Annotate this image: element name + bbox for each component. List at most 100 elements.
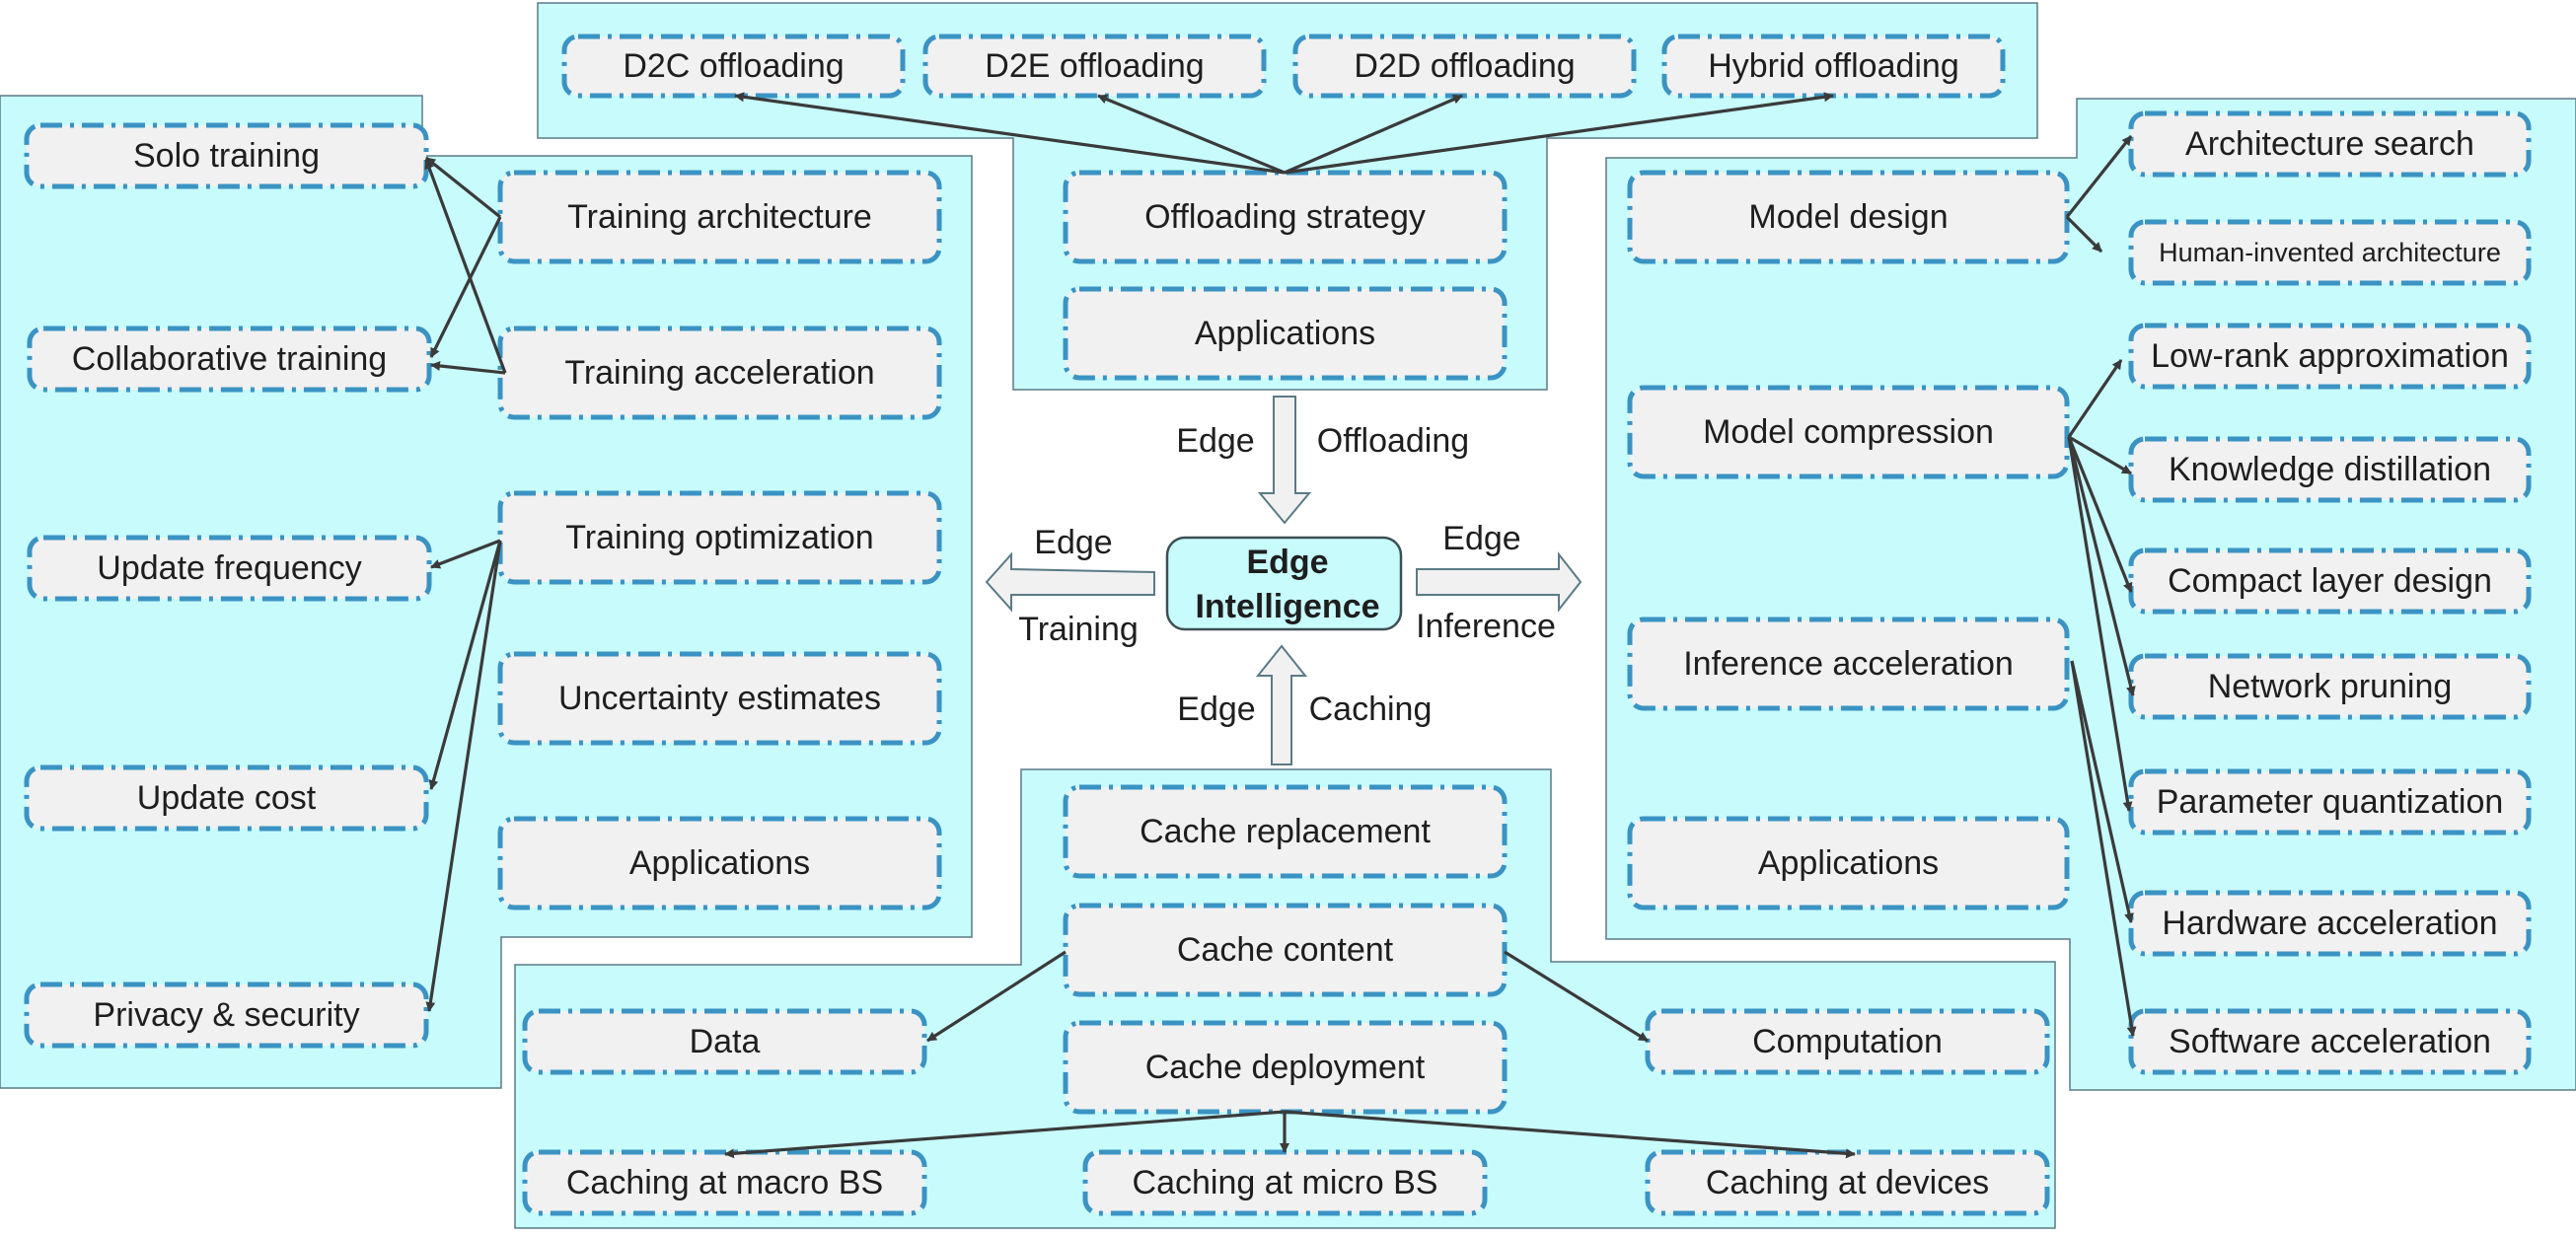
- box-computation-label: Computation: [1752, 1023, 1943, 1060]
- box-training-architecture: Training architecture: [497, 170, 942, 264]
- box-cache-replacement: Cache replacement: [1063, 784, 1508, 879]
- box-knowledge-distillation: Knowledge distillation: [2128, 436, 2532, 503]
- arrow-acceleration-to-collaborative: [430, 360, 506, 375]
- box-update-frequency-frame: [27, 535, 432, 602]
- caching-flow-arrow: [1255, 644, 1308, 765]
- caching-label-caching: Caching: [1309, 691, 1433, 728]
- box-training-applications: Applications: [497, 816, 942, 910]
- box-data-frame: [522, 1008, 927, 1075]
- box-model-design: Model design: [1627, 170, 2070, 264]
- box-knowledge-distillation-frame: [2128, 436, 2532, 503]
- arrow-compression-to-low-rank: [2067, 359, 2123, 438]
- box-solo-training: Solo training: [24, 122, 429, 189]
- box-hybrid-offloading-label: Hybrid offloading: [1708, 47, 1959, 85]
- box-training-architecture-label: Training architecture: [567, 198, 872, 236]
- box-cache-content: Cache content: [1063, 903, 1508, 997]
- box-update-cost-label: Update cost: [137, 779, 317, 817]
- box-cache-replacement-frame: [1063, 784, 1508, 879]
- box-offloading-strategy-label: Offloading strategy: [1144, 198, 1426, 236]
- offloading-label-edge: Edge: [1176, 422, 1254, 460]
- box-training-architecture-frame: [497, 170, 942, 264]
- arrow-compression-to-knowledge-distillation: [2068, 435, 2132, 475]
- caching-panel: [514, 768, 2056, 1229]
- box-uncertainty-estimates-frame: [497, 651, 942, 746]
- box-offloading-applications: Applications: [1063, 286, 1508, 381]
- box-caching-macro-bs-label: Caching at macro BS: [566, 1164, 883, 1201]
- box-parameter-quantization: Parameter quantization: [2128, 768, 2532, 836]
- box-caching-devices: Caching at devices: [1645, 1149, 2050, 1216]
- box-model-compression: Model compression: [1627, 385, 2070, 479]
- arrow-optimization-to-update-cost: [428, 540, 502, 790]
- box-collaborative-training-frame: [27, 326, 432, 393]
- box-training-acceleration-frame: [497, 326, 942, 420]
- inference-label-inference: Inference: [1416, 608, 1556, 645]
- box-computation: Computation: [1645, 1008, 2050, 1075]
- box-training-acceleration-label: Training acceleration: [564, 354, 874, 392]
- box-training-optimization-label: Training optimization: [565, 519, 873, 556]
- box-inference-applications-frame: [1627, 816, 2070, 910]
- box-software-acceleration: Software acceleration: [2128, 1008, 2532, 1075]
- box-caching-micro-bs: Caching at micro BS: [1082, 1149, 1488, 1216]
- box-human-invented-architecture-label: Human-invented architecture: [2159, 238, 2501, 267]
- arrow-optimization-to-update-frequency: [430, 539, 501, 569]
- box-hybrid-offloading: Hybrid offloading: [1661, 34, 2006, 99]
- box-d2e-offloading: D2E offloading: [922, 34, 1267, 99]
- training-label-edge: Edge: [1034, 524, 1112, 561]
- box-d2c-offloading-frame: [561, 34, 906, 99]
- box-offloading-applications-label: Applications: [1195, 315, 1375, 352]
- box-network-pruning-frame: [2128, 653, 2532, 720]
- box-model-compression-label: Model compression: [1703, 413, 1994, 451]
- box-training-applications-frame: [497, 816, 942, 910]
- box-offloading-strategy-frame: [1063, 170, 1508, 264]
- box-d2c-offloading-label: D2C offloading: [623, 47, 844, 85]
- box-cache-deployment-label: Cache deployment: [1145, 1049, 1426, 1086]
- box-privacy-security-label: Privacy & security: [93, 996, 359, 1034]
- box-architecture-search: Architecture search: [2128, 110, 2532, 178]
- box-d2e-offloading-frame: [922, 34, 1267, 99]
- training-flow-arrow: [985, 551, 1155, 613]
- box-training-optimization-frame: [497, 490, 942, 585]
- arrow-compression-to-compact-layer: [2067, 436, 2133, 593]
- box-hardware-acceleration: Hardware acceleration: [2128, 890, 2532, 957]
- box-model-compression-frame: [1627, 385, 2070, 479]
- arrow-deployment-to-macro: [724, 1110, 1286, 1159]
- box-parameter-quantization-frame: [2128, 768, 2532, 836]
- box-uncertainty-estimates-label: Uncertainty estimates: [558, 680, 881, 717]
- box-data: Data: [522, 1008, 927, 1075]
- box-hardware-acceleration-label: Hardware acceleration: [2162, 905, 2497, 942]
- arrow-acceleration-to-software: [2070, 660, 2137, 1037]
- box-data-label: Data: [690, 1023, 761, 1060]
- box-d2d-offloading: D2D offloading: [1292, 34, 1637, 99]
- box-caching-devices-label: Caching at devices: [1706, 1164, 1989, 1201]
- box-update-frequency: Update frequency: [27, 535, 432, 602]
- arrow-compression-to-parameter-quantization: [2067, 436, 2133, 812]
- arrow-design-to-human-invented: [2065, 215, 2103, 254]
- box-update-frequency-label: Update frequency: [97, 549, 361, 587]
- box-hardware-acceleration-frame: [2128, 890, 2532, 957]
- box-network-pruning-label: Network pruning: [2208, 668, 2453, 705]
- box-compact-layer-design-frame: [2128, 547, 2532, 615]
- box-knowledge-distillation-label: Knowledge distillation: [2169, 451, 2491, 488]
- box-computation-frame: [1645, 1008, 2050, 1075]
- box-inference-acceleration-label: Inference acceleration: [1683, 645, 2014, 683]
- box-compact-layer-design-label: Compact layer design: [2168, 562, 2492, 600]
- box-human-invented-architecture-frame: [2128, 219, 2532, 286]
- box-network-pruning: Network pruning: [2128, 653, 2532, 720]
- box-update-cost: Update cost: [24, 764, 429, 832]
- box-cache-deployment: Cache deployment: [1063, 1020, 1508, 1115]
- box-low-rank-approximation: Low-rank approximation: [2128, 323, 2532, 390]
- box-parameter-quantization-label: Parameter quantization: [2157, 783, 2504, 821]
- box-training-applications-label: Applications: [629, 844, 810, 882]
- arrow-content-to-data: [926, 950, 1067, 1043]
- box-training-optimization: Training optimization: [497, 490, 942, 585]
- arrow-optimization-to-privacy: [425, 540, 502, 1012]
- box-compact-layer-design: Compact layer design: [2128, 547, 2532, 615]
- training-label-training: Training: [1018, 611, 1139, 648]
- box-architecture-search-label: Architecture search: [2185, 125, 2474, 163]
- box-offloading-applications-frame: [1063, 286, 1508, 381]
- arrow-strategy-to-hybrid: [1284, 92, 1834, 175]
- box-human-invented-architecture: Human-invented architecture: [2128, 219, 2532, 286]
- box-software-acceleration-label: Software acceleration: [2169, 1023, 2491, 1060]
- box-inference-applications-label: Applications: [1758, 844, 1939, 882]
